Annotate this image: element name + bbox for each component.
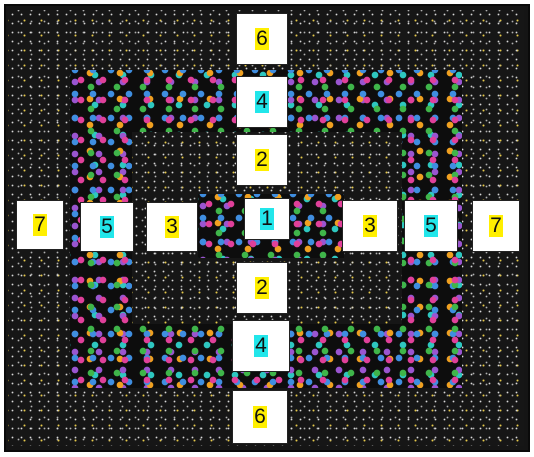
label-right-3: 3 bbox=[342, 200, 398, 252]
label-lower-2-text: 2 bbox=[255, 277, 269, 299]
label-center-1: 1 bbox=[244, 198, 290, 240]
label-right-3-text: 3 bbox=[363, 215, 377, 237]
label-top-6: 6 bbox=[236, 13, 288, 65]
label-upper-2-text: 2 bbox=[255, 149, 269, 171]
label-left-3: 3 bbox=[146, 202, 198, 252]
label-left-5-text: 5 bbox=[100, 216, 114, 238]
label-right-5: 5 bbox=[404, 200, 458, 252]
label-upper-4-text: 4 bbox=[255, 91, 269, 113]
label-bottom-6-text: 6 bbox=[253, 406, 267, 428]
label-top-6-text: 6 bbox=[255, 28, 269, 50]
label-upper-4: 4 bbox=[236, 76, 288, 128]
label-lower-4: 4 bbox=[232, 320, 290, 372]
label-left-7: 7 bbox=[16, 200, 64, 250]
label-bottom-6: 6 bbox=[232, 390, 288, 444]
label-upper-2: 2 bbox=[236, 134, 288, 186]
label-center-1-text: 1 bbox=[260, 208, 274, 230]
label-right-7-text: 7 bbox=[489, 215, 503, 237]
label-lower-4-text: 4 bbox=[254, 335, 268, 357]
label-lower-2: 2 bbox=[236, 262, 288, 314]
label-left-3-text: 3 bbox=[165, 216, 179, 238]
label-right-5-text: 5 bbox=[424, 215, 438, 237]
label-left-7-text: 7 bbox=[33, 214, 47, 236]
label-right-7: 7 bbox=[472, 200, 520, 252]
label-left-5: 5 bbox=[80, 202, 134, 252]
